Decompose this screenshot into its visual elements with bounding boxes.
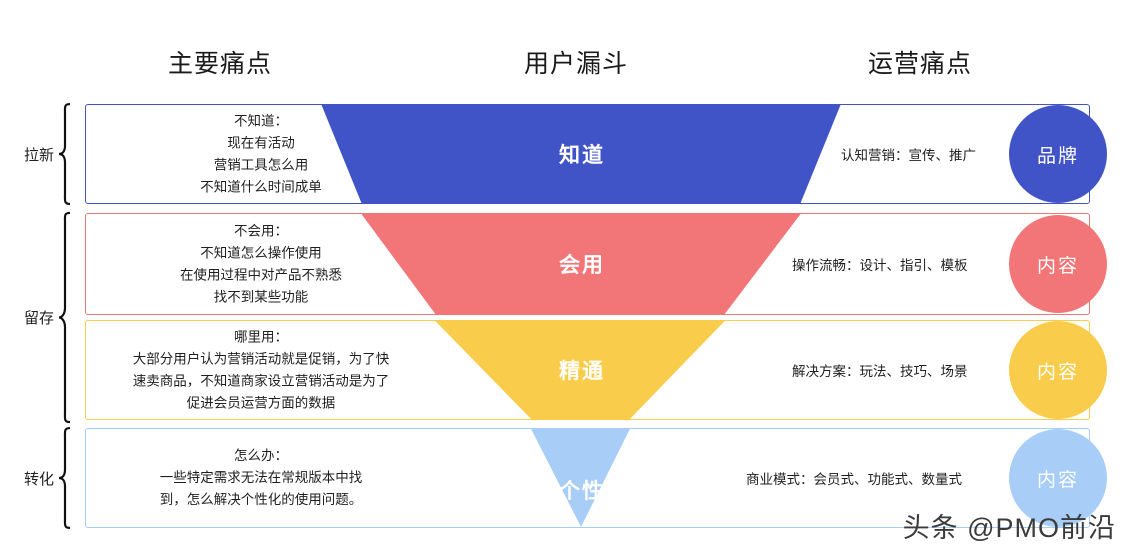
curly-brace-icon [57, 211, 72, 424]
pain-line: 到，怎么解决个性化的使用问题。 [159, 491, 363, 507]
pain-point-block-personalization: 怎么办： 一些特定需求无法在常规版本中找 到，怎么解决个性化的使用问题。 [96, 445, 426, 511]
pain-line: 一些特定需求无法在常规版本中找 [159, 470, 363, 486]
outcome-circle-content[interactable]: 内容 [1009, 321, 1107, 419]
funnel-segment-can-use [86, 214, 1089, 314]
curly-brace-icon [57, 102, 72, 206]
outcome-circle-content[interactable]: 内容 [1009, 429, 1107, 527]
pain-line: 不知道什么时间成单 [200, 178, 322, 194]
column-title-funnel: 用户漏斗 [524, 50, 629, 78]
stage-row-know[interactable]: 不知道： 现在有活动 营销工具怎么用 不知道什么时间成单 知道 认知营销：宣传、… [85, 104, 1107, 204]
stage-row-proficient[interactable]: 哪里用： 大部分用户认为营销活动就是促销，为了快 速卖商品，不知道商家设立营销活… [85, 320, 1107, 420]
outcome-circle-label: 内容 [1036, 361, 1079, 383]
pain-point-block-know: 不知道： 现在有活动 营销工具怎么用 不知道什么时间成单 [96, 110, 426, 197]
stage-row-can-use[interactable]: 不会用： 不知道怎么操作使用 在使用过程中对产品不熟悉 找不到某些功能 会用 操… [85, 213, 1107, 315]
outcome-circle-content[interactable]: 内容 [1009, 215, 1107, 313]
outcome-circle-brand[interactable]: 品牌 [1009, 105, 1107, 203]
group-label-retention: 留存 [24, 310, 55, 327]
pain-line: 速卖商品，不知道商家设立营销活动是为了 [132, 373, 390, 388]
ops-pain-text-proficient: 解决方案：玩法、技巧、场景 [792, 364, 968, 379]
stage-row-personalization[interactable]: 怎么办： 一些特定需求无法在常规版本中找 到，怎么解决个性化的使用问题。 个性 … [85, 428, 1107, 528]
pain-title: 不知道： [234, 113, 288, 129]
curly-brace-icon [57, 426, 72, 530]
group-label-acquisition: 拉新 [24, 146, 55, 164]
group-bracket-retention: 留存 [24, 211, 72, 424]
group-bracket-conversion: 转化 [24, 426, 72, 530]
pain-title: 哪里用： [234, 329, 288, 345]
pain-line: 找不到某些功能 [213, 288, 309, 304]
pain-line: 营销工具怎么用 [213, 157, 309, 172]
funnel-label-proficient: 精通 [559, 360, 605, 383]
outcome-circle-label: 内容 [1036, 469, 1079, 491]
pain-point-block-can-use: 不会用： 不知道怎么操作使用 在使用过程中对产品不熟悉 找不到某些功能 [96, 220, 426, 307]
funnel-label-can-use: 会用 [559, 254, 605, 277]
column-title-pain-points: 主要痛点 [168, 50, 273, 78]
pain-line: 不知道怎么操作使用 [200, 245, 322, 261]
pain-line: 促进会员运营方面的数据 [186, 394, 336, 410]
outcome-circle-label: 品牌 [1036, 145, 1079, 167]
pain-title: 怎么办： [234, 448, 288, 464]
funnel-label-personalization: 个性 [559, 479, 605, 503]
pain-point-block-proficient: 哪里用： 大部分用户认为营销活动就是促销，为了快 速卖商品，不知道商家设立营销活… [96, 326, 426, 413]
column-title-ops-pain: 运营痛点 [868, 50, 973, 78]
funnel-segment-proficient [86, 321, 1089, 419]
outcome-circle-label: 内容 [1036, 255, 1079, 277]
watermark-text: 头条 @PMO前沿 [902, 513, 1116, 543]
group-label-conversion: 转化 [24, 470, 55, 488]
pain-line: 大部分用户认为营销活动就是促销，为了快 [132, 351, 390, 367]
funnel-segment-know [86, 105, 1089, 203]
pain-line: 现在有活动 [227, 135, 295, 151]
ops-pain-text-know: 认知营销：宣传、推广 [841, 148, 976, 163]
group-bracket-acquisition: 拉新 [24, 102, 72, 206]
ops-pain-text-personalization: 商业模式：会员式、功能式、数量式 [746, 472, 962, 487]
pain-title: 不会用： [234, 223, 288, 239]
ops-pain-text-can-use: 操作流畅：设计、指引、模板 [792, 258, 968, 273]
pain-line: 在使用过程中对产品不熟悉 [180, 267, 342, 282]
funnel-label-know: 知道 [559, 144, 605, 167]
funnel-segment-personalization [86, 429, 1089, 527]
